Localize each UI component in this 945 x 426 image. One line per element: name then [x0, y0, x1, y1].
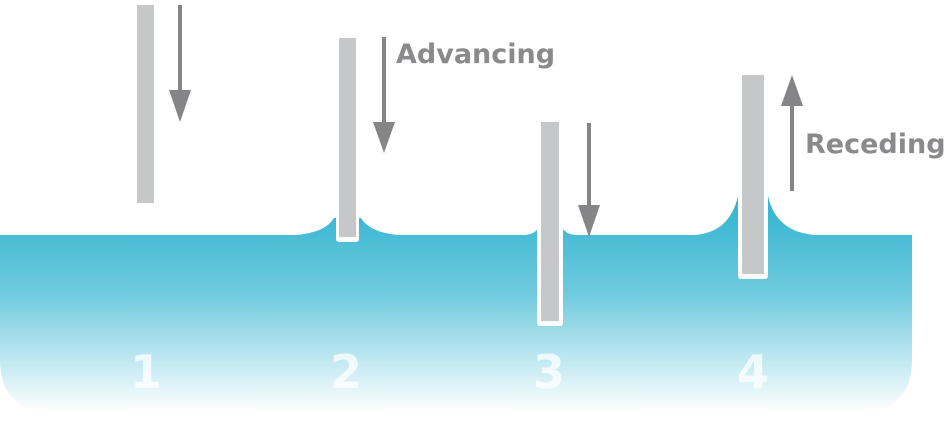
- stage-number: 1: [130, 345, 162, 399]
- stage-number: 3: [533, 345, 565, 399]
- stage-number: 4: [737, 345, 769, 399]
- plate-1: [137, 5, 154, 203]
- down-arrow-icon: [169, 5, 191, 122]
- receding-label: Receding: [805, 129, 945, 160]
- stage-number: 2: [330, 345, 362, 399]
- down-arrow-icon: [578, 123, 600, 237]
- down-arrow-icon: [373, 37, 395, 153]
- advancing-label: Advancing: [396, 39, 555, 70]
- liquid-bath: [0, 196, 912, 412]
- up-arrow-icon: [781, 75, 803, 191]
